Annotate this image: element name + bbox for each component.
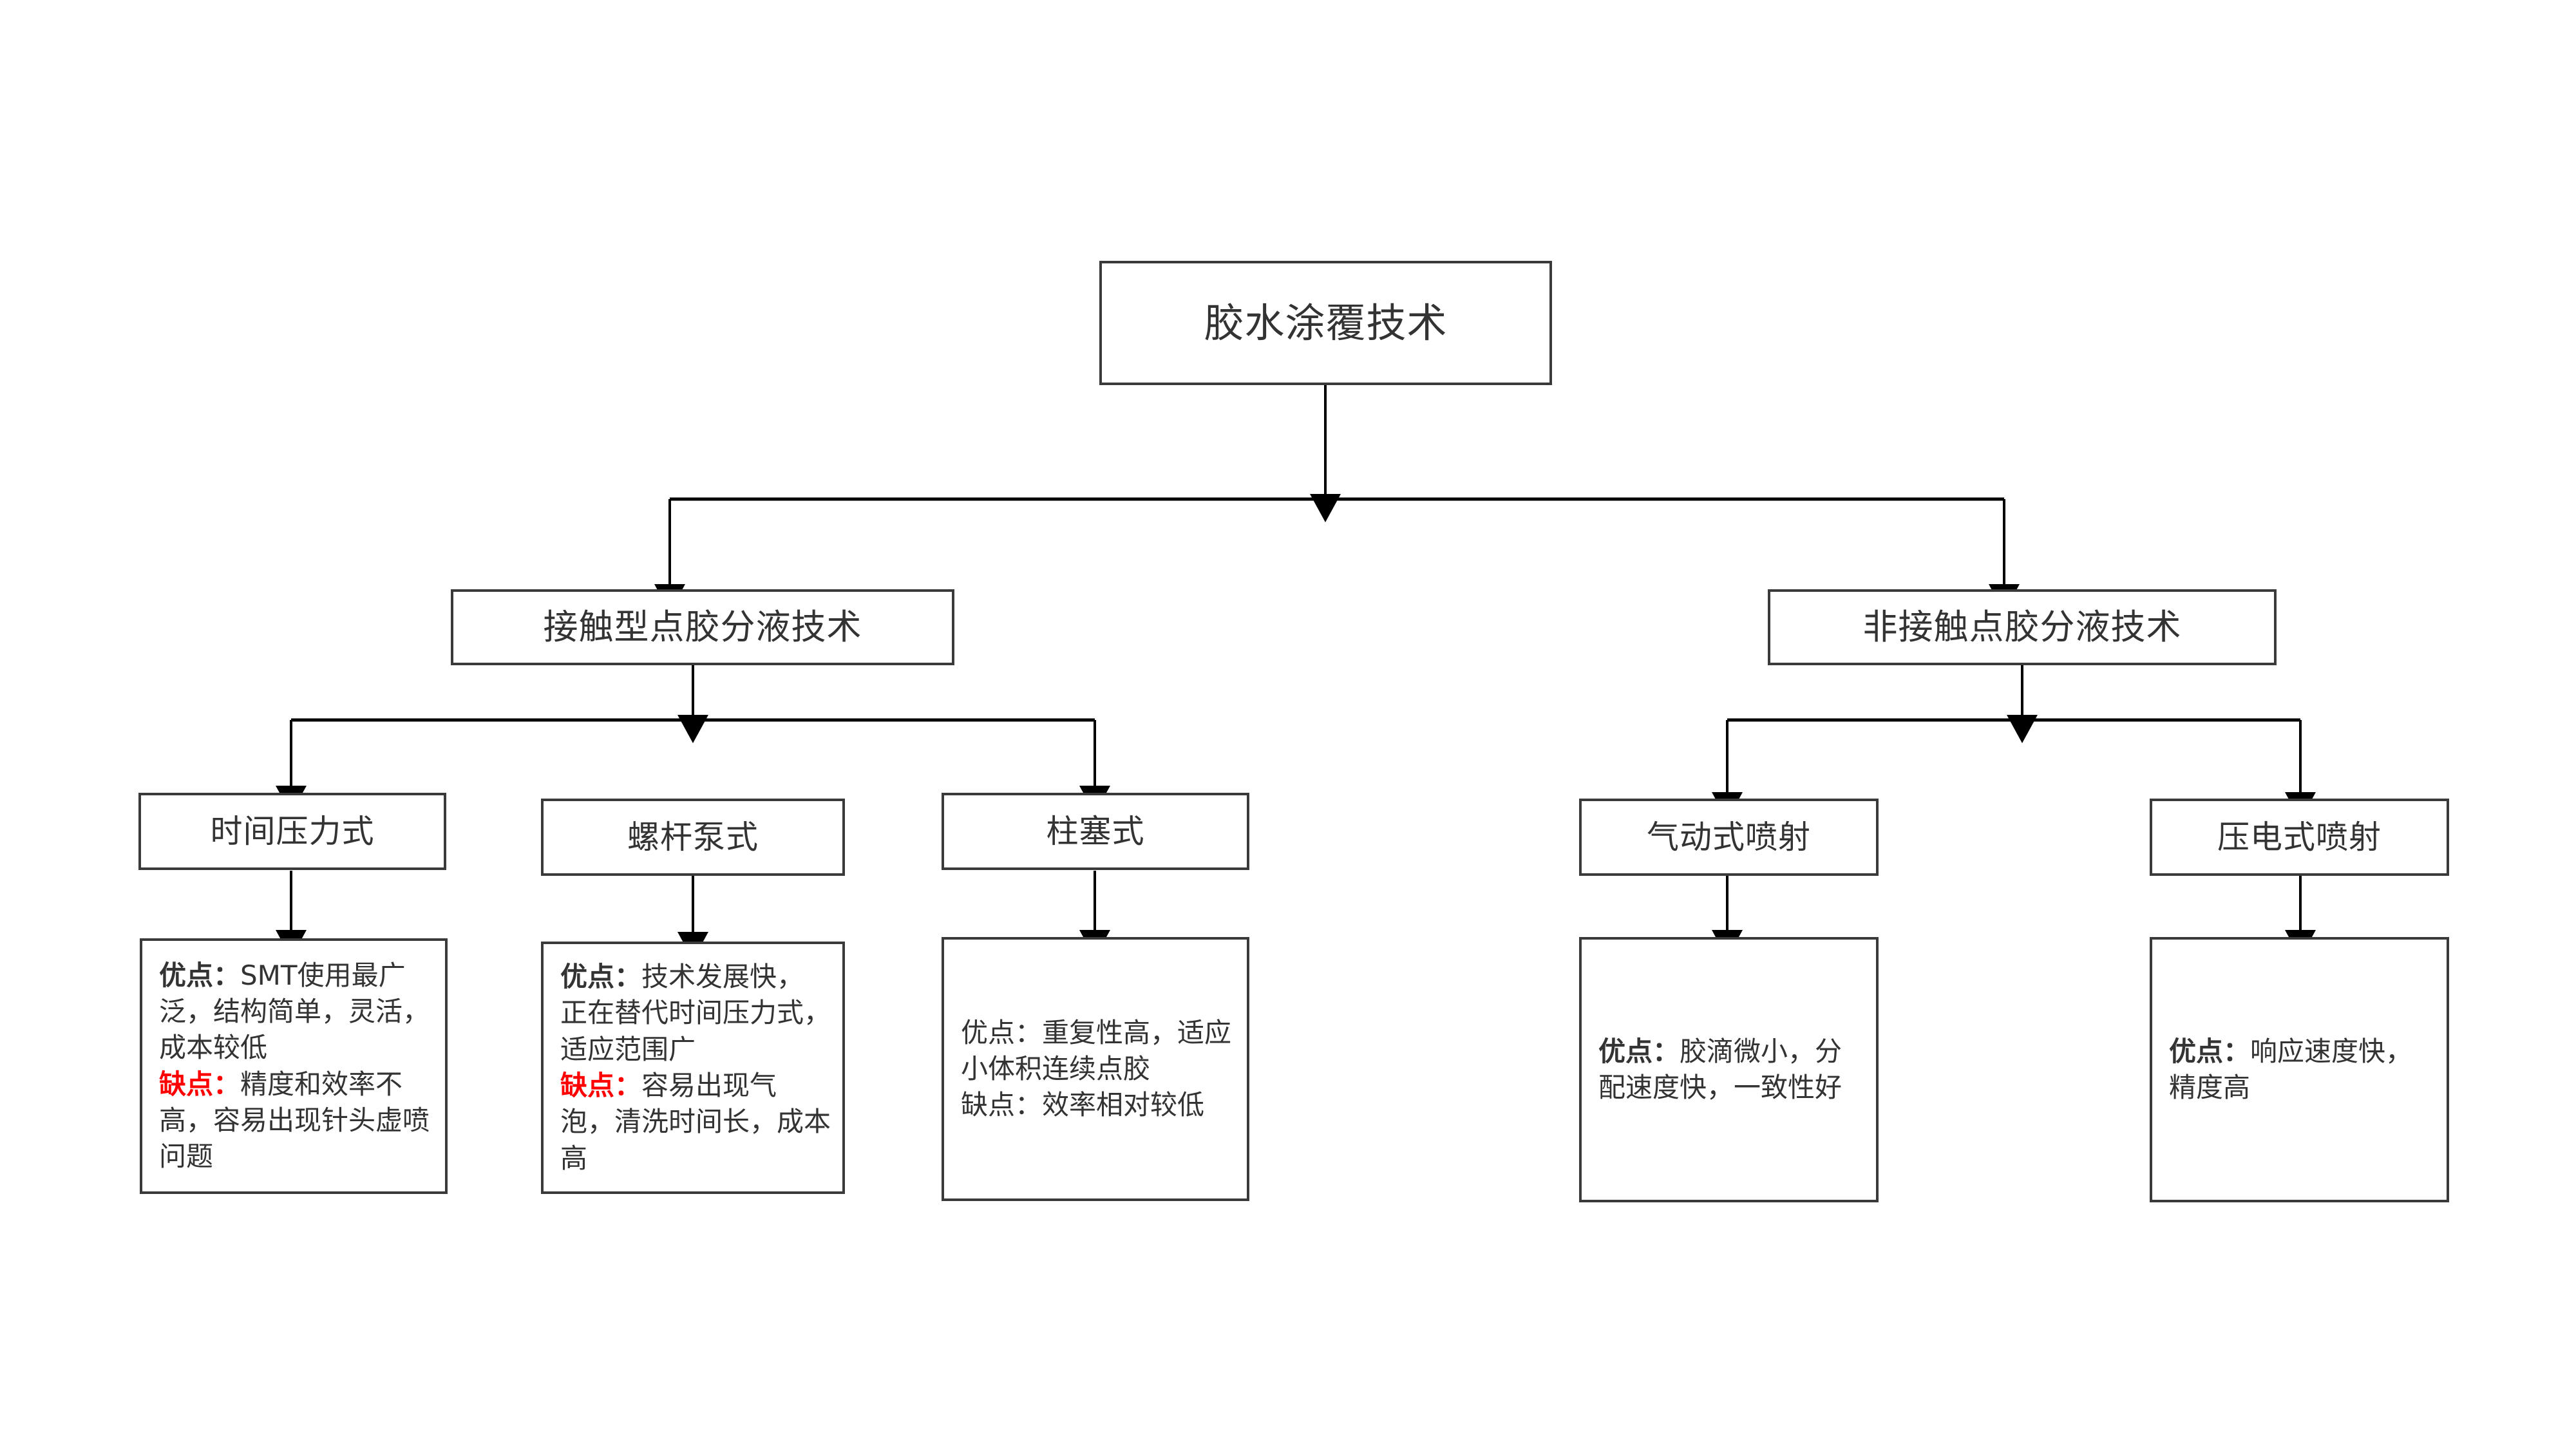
section-body: 响应速度快，精度高 xyxy=(2169,1035,2413,1103)
section-label: 优点： xyxy=(1598,1035,1680,1067)
cons-label: 缺点： xyxy=(159,1068,241,1100)
section-body: 效率相对较低 xyxy=(1042,1089,1205,1121)
section-body: 技术发展快，正在替代时间压力式，适应范围广 xyxy=(560,961,831,1065)
detail-box-pneumatic-jet: 优点：胶滴微小，分配速度快，一致性好 xyxy=(1579,937,1879,1202)
node-branch-noncontact[interactable]: 非接触点胶分液技术 xyxy=(1768,589,2277,665)
section-body: 重复性高，适应小体积连续点胶 xyxy=(961,1016,1232,1084)
detail-box-screw-pump: 优点：技术发展快，正在替代时间压力式，适应范围广缺点：容易出现气泡，清洗时间长，… xyxy=(541,942,845,1194)
detail-text-time-pressure: 优点：SMT使用最广泛，结构简单，灵活，成本较低缺点：精度和效率不高，容易出现针… xyxy=(159,958,433,1175)
node-leaf-pneumatic-jet-label: 气动式喷射 xyxy=(1647,819,1811,856)
node-root[interactable]: 胶水涂覆技术 xyxy=(1099,261,1552,385)
node-leaf-pneumatic-jet[interactable]: 气动式喷射 xyxy=(1579,799,1879,876)
section-label: 优点： xyxy=(560,961,642,993)
section-label: 缺点： xyxy=(961,1089,1043,1121)
node-leaf-screw-pump-label: 螺杆泵式 xyxy=(627,819,759,856)
section-body: 胶滴微小，分配速度快，一致性好 xyxy=(1598,1035,1842,1103)
detail-text-piston: 优点：重复性高，适应小体积连续点胶缺点：效率相对较低 xyxy=(961,1015,1235,1124)
node-branch-contact[interactable]: 接触型点胶分液技术 xyxy=(451,589,954,665)
node-leaf-screw-pump[interactable]: 螺杆泵式 xyxy=(541,799,845,876)
node-leaf-time-pressure[interactable]: 时间压力式 xyxy=(138,793,446,870)
detail-box-time-pressure: 优点：SMT使用最广泛，结构简单，灵活，成本较低缺点：精度和效率不高，容易出现针… xyxy=(140,938,448,1194)
detail-text-screw-pump: 优点：技术发展快，正在替代时间压力式，适应范围广缺点：容易出现气泡，清洗时间长，… xyxy=(560,959,831,1177)
connector-noncontact-branch xyxy=(1712,663,2316,820)
node-leaf-piezo-jet-label: 压电式喷射 xyxy=(2217,819,2382,856)
node-branch-contact-label: 接触型点胶分液技术 xyxy=(543,607,862,647)
cons-label: 缺点： xyxy=(560,1070,642,1101)
node-branch-noncontact-label: 非接触点胶分液技术 xyxy=(1862,607,2182,647)
connector-contact-branch xyxy=(276,663,1110,814)
detail-text-pneumatic-jet: 优点：胶滴微小，分配速度快，一致性好 xyxy=(1598,1034,1864,1106)
section-body: 容易出现气泡，清洗时间长，成本高 xyxy=(560,1070,831,1174)
connector-leaf-to-detail xyxy=(276,871,2316,960)
node-leaf-piston[interactable]: 柱塞式 xyxy=(942,793,1249,870)
section-label: 优点： xyxy=(961,1016,1043,1048)
node-leaf-piezo-jet[interactable]: 压电式喷射 xyxy=(2150,799,2449,876)
detail-text-piezo-jet: 优点：响应速度快，精度高 xyxy=(2169,1034,2435,1106)
section-body: 精度和效率不高，容易出现针头虚喷问题 xyxy=(159,1068,430,1173)
node-leaf-time-pressure-label: 时间压力式 xyxy=(210,813,375,850)
section-body: SMT使用最广泛，结构简单，灵活，成本较低 xyxy=(159,959,430,1064)
detail-box-piezo-jet: 优点：响应速度快，精度高 xyxy=(2150,937,2449,1202)
connector-main-bus xyxy=(654,497,2020,612)
node-leaf-piston-label: 柱塞式 xyxy=(1046,813,1145,850)
detail-box-piston: 优点：重复性高，适应小体积连续点胶缺点：效率相对较低 xyxy=(942,937,1249,1201)
node-root-label: 胶水涂覆技术 xyxy=(1204,299,1448,346)
section-label: 优点： xyxy=(2169,1035,2251,1067)
section-label: 优点： xyxy=(159,959,241,991)
